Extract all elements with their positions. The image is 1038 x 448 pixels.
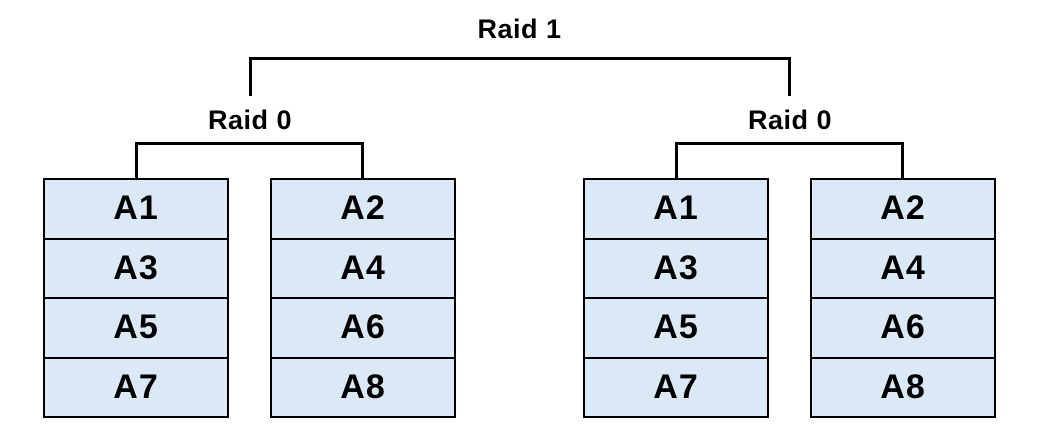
disk-block: A1 [585, 180, 767, 238]
disk-block: A8 [812, 356, 994, 416]
disk-block: A1 [45, 180, 227, 238]
disk-block: A6 [272, 297, 454, 357]
disk-block: A7 [585, 356, 767, 416]
raid0-right-connector [675, 142, 904, 178]
disk-stack-4: A2 A4 A6 A8 [810, 178, 996, 418]
disk-block: A2 [812, 180, 994, 238]
disk-block: A4 [812, 237, 994, 297]
disk-block: A2 [272, 180, 454, 238]
disk-stack-2: A2 A4 A6 A8 [270, 178, 456, 418]
raid0-left-label: Raid 0 [207, 105, 293, 135]
disk-block: A5 [45, 297, 227, 357]
disk-stack-3: A1 A3 A5 A7 [583, 178, 769, 418]
disk-block: A3 [585, 237, 767, 297]
disk-stack-1: A1 A3 A5 A7 [43, 178, 229, 418]
disk-block: A4 [272, 237, 454, 297]
disk-block: A5 [585, 297, 767, 357]
raid0-right-label: Raid 0 [747, 105, 833, 135]
raid0-left-connector [135, 142, 364, 178]
raid1-connector [249, 57, 791, 96]
disk-block: A6 [812, 297, 994, 357]
disk-block: A8 [272, 356, 454, 416]
raid1-label: Raid 1 [477, 14, 562, 44]
disk-block: A3 [45, 237, 227, 297]
disk-block: A7 [45, 356, 227, 416]
